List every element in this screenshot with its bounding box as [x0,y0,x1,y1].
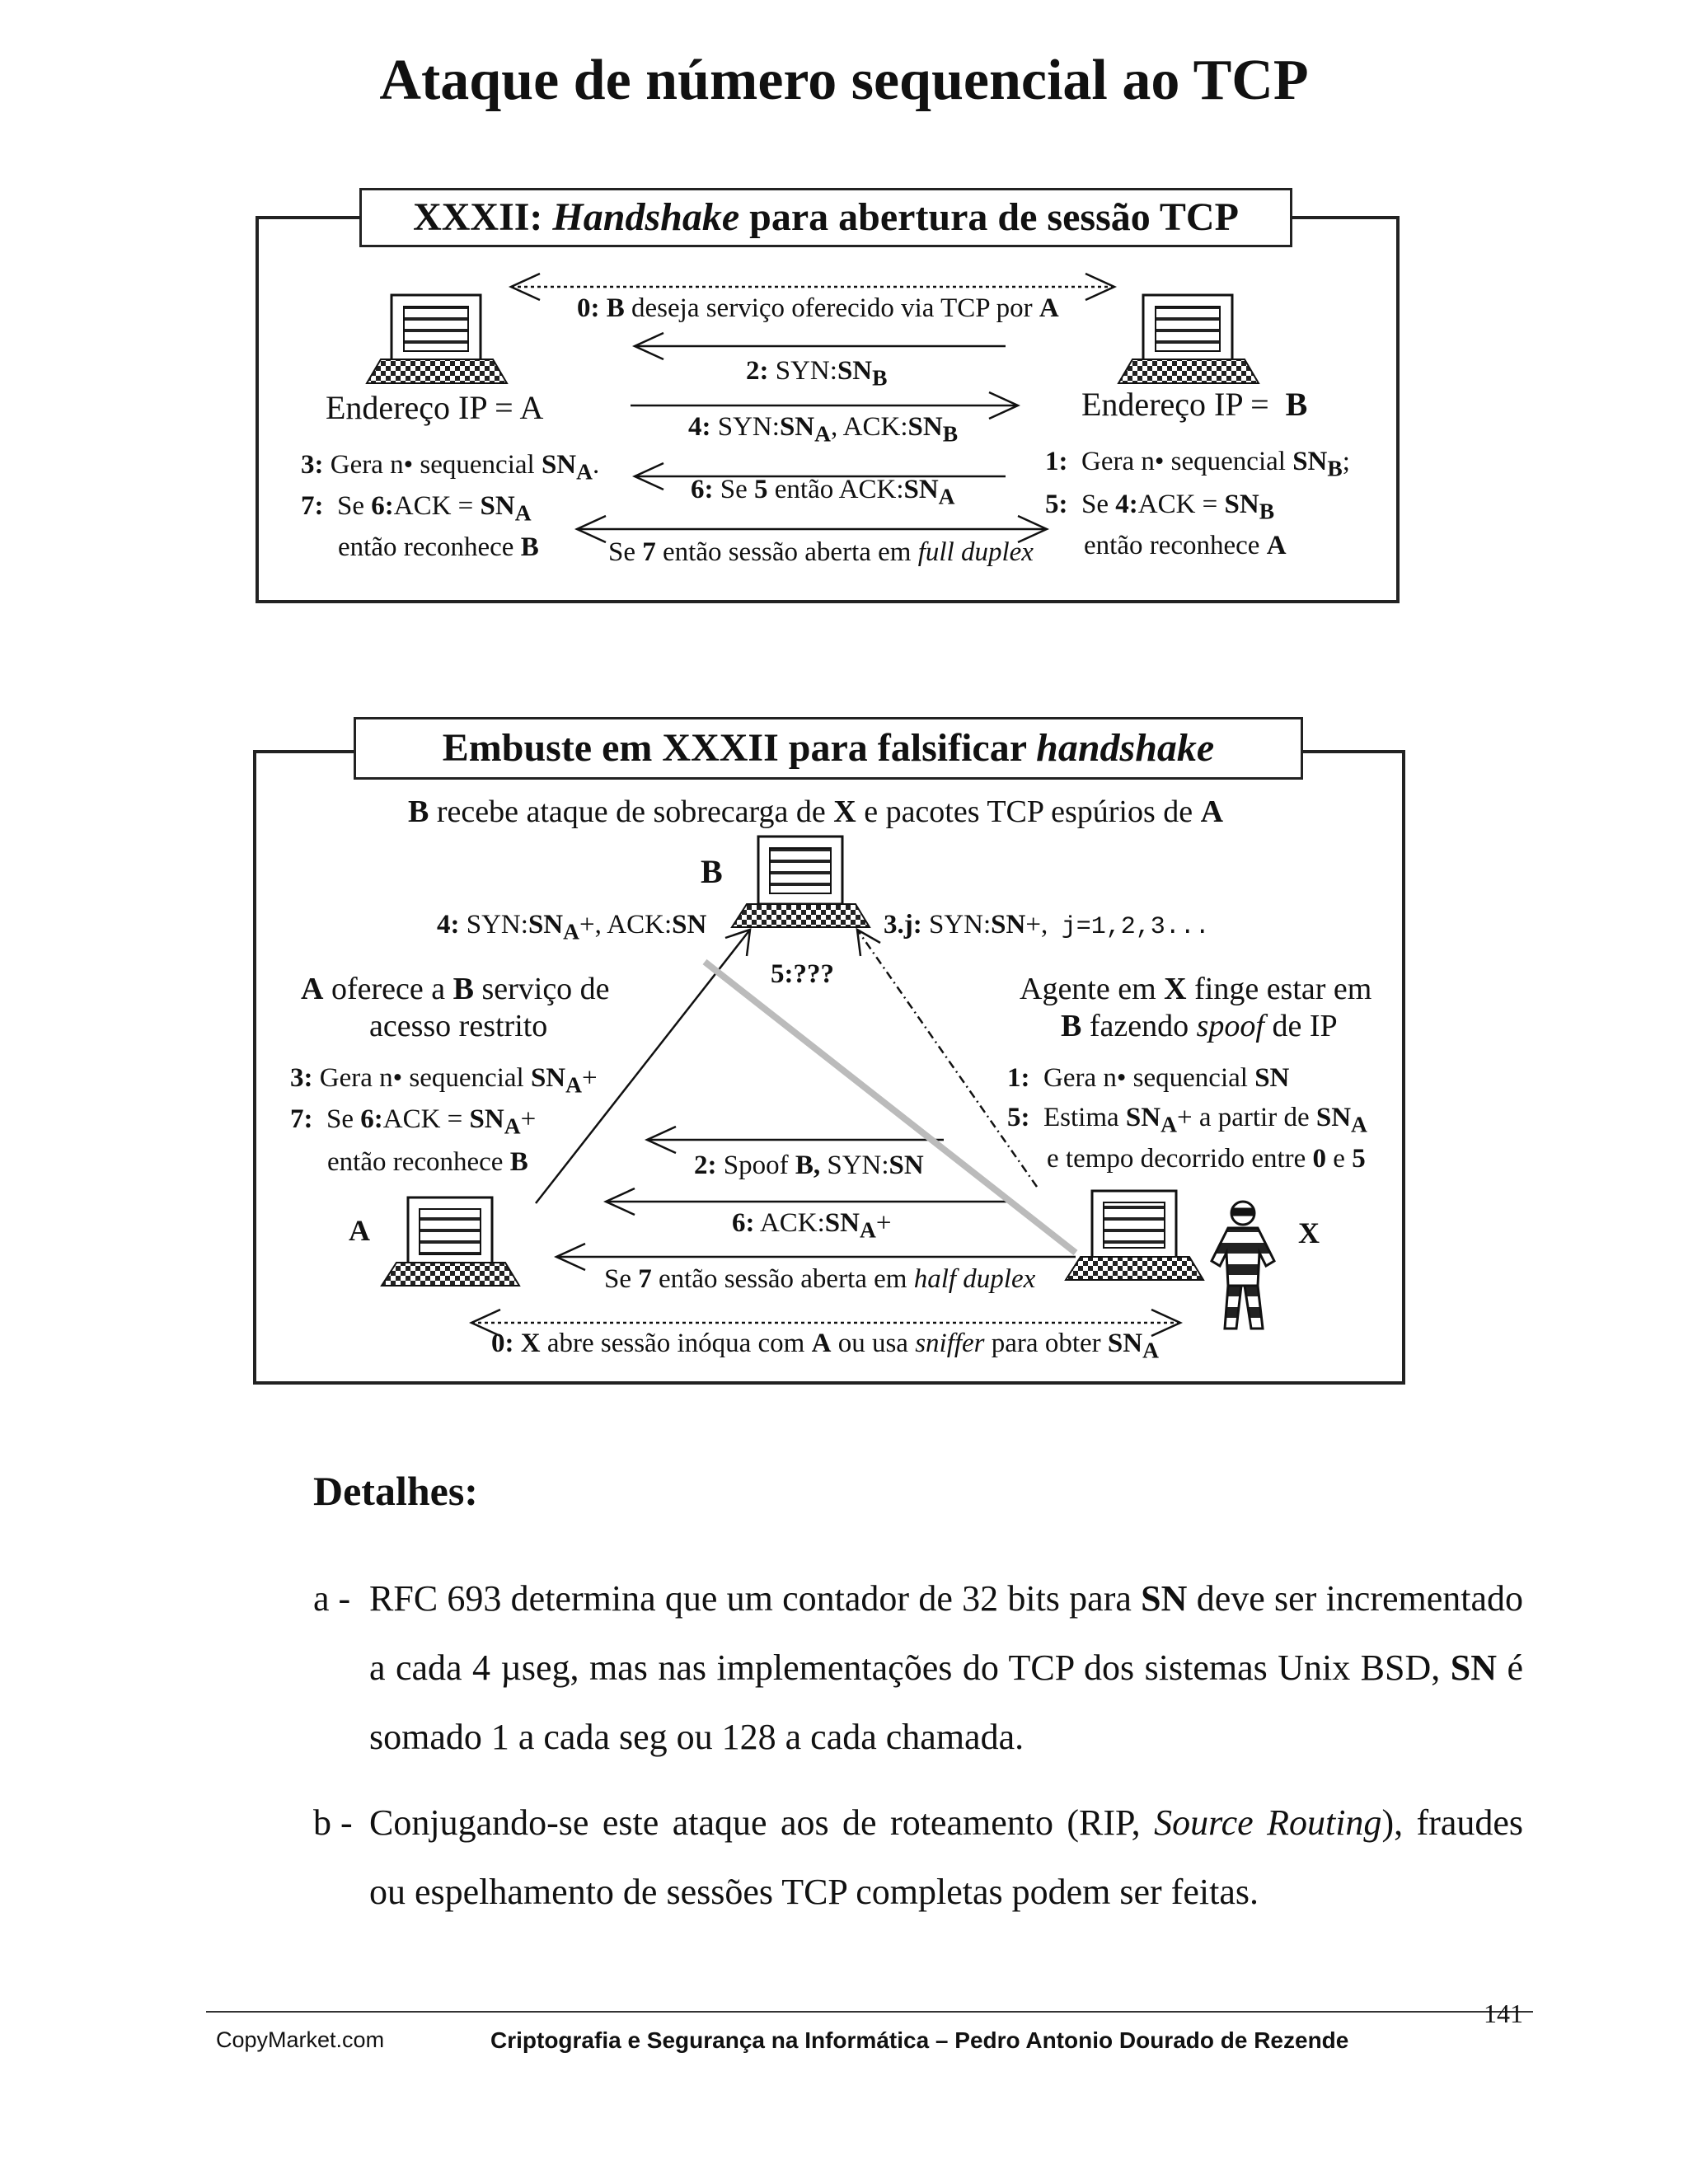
page-number: 141 [1484,1999,1523,2028]
page-title: Ataque de número sequencial ao TCP [379,49,1309,112]
d2-msg0: 0: X abre sessão inóqua com A ou usa sni… [491,1329,1159,1363]
d2-a-offer-1: A oferece a B serviço de [301,972,610,1006]
footer-title: Criptografia e Segurança na Informática … [490,2027,1349,2053]
footer-rule [206,2011,1533,2013]
detail-item-a-marker: a - [313,1578,351,1619]
d2-x-step5-line2: e tempo decorrido entre 0 e 5 [1047,1144,1366,1174]
d1-a-step7-then: então reconhece B [338,532,539,562]
d2-b-right: 3.j: SYN:SN+, j=1,2,3... [884,910,1210,941]
detail-item-a: a - RFC 693 determina que um contador de… [313,1564,1525,1779]
d1-msg4: 4: SYN:SNA, ACK:SNB [688,412,959,447]
d1-host-b-label: Endereço IP = B [1081,386,1308,423]
detail-item-b: b - Conjugando-se este ataque aos de rot… [313,1788,1525,1937]
d2-x-agent-2: B fazendo spoof de IP [1061,1009,1338,1043]
detail-item-a-text: RFC 693 determina que um contador de 32 … [369,1578,1524,1757]
d1-b-step5-then: então reconhece A [1084,531,1287,560]
d1-a-step7: 7: Se 6:ACK = SNA [301,491,532,526]
d2-x-step5: 5: Estima SNA+ a partir de SNA [1007,1103,1367,1137]
diagram1-caption: XXXII: Handshake para abertura de sessão… [359,188,1292,247]
d2-a-step7: 7: Se 6:ACK = SNA+ [290,1104,537,1139]
diagram2-caption: Embuste em XXXII para falsificar handsha… [354,717,1303,780]
d2-host-x: X [1298,1216,1320,1249]
d1-b-step5: 5: Se 4:ACK = SNB [1045,490,1275,524]
d2-host-a: A [349,1214,370,1247]
d2-a-step3: 3: Gera n• sequencial SNA+ [290,1063,598,1098]
footer-left: CopyMarket.com [216,2027,385,2052]
d2-subtitle: B recebe ataque de sobrecarga de X e pac… [408,794,1224,829]
d1-a-step3: 3: Gera n• sequencial SNA. [301,450,600,485]
d2-host-b: B [701,853,723,890]
d2-a-offer-2: acesso restrito [369,1009,548,1043]
d2-msg2: 2: Spoof B, SYN:SN [694,1151,924,1180]
detail-item-b-text: Conjugando-se este ataque aos de roteame… [369,1802,1524,1912]
d1-msg7: Se 7 então sessão aberta em full duplex [608,537,1034,567]
d2-a-step7-then: então reconhece B [327,1147,528,1177]
d2-x-step1: 1: Gera n• sequencial SN [1007,1063,1290,1093]
detail-item-b-marker: b - [313,1802,353,1843]
d1-msg6: 6: Se 5 então ACK:SNA [691,475,955,509]
d1-msg0: 0: B deseja serviço oferecido via TCP po… [577,293,1059,323]
d2-unknown: 5:??? [771,959,834,989]
d1-b-step1: 1: Gera n• sequencial SNB; [1045,447,1350,481]
d2-b-left: 4: SYN:SNA+, ACK:SN [437,910,707,944]
d2-msg7: Se 7 então sessão aberta em half duplex [604,1264,1036,1294]
d1-msg2: 2: SYN:SNB [746,356,888,391]
d1-host-a-label: Endereço IP = A [326,389,544,426]
d2-msg6: 6: ACK:SNA+ [732,1208,892,1243]
details-heading: Detalhes: [313,1468,478,1514]
d2-x-agent-1: Agente em X finge estar em [1020,972,1372,1006]
